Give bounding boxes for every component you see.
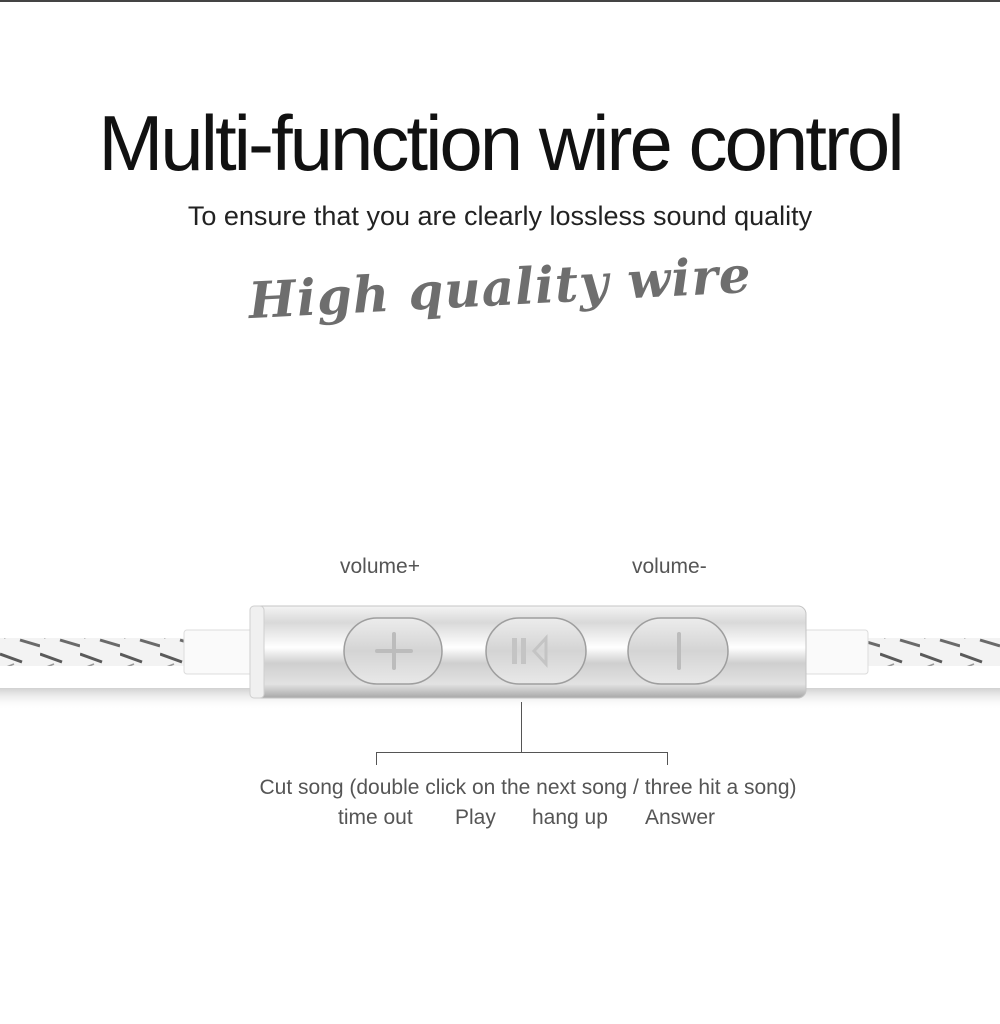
script-tagline: High quality wire — [247, 244, 753, 331]
bracket-stem — [521, 702, 522, 752]
left-collar — [183, 629, 259, 675]
right-collar — [803, 629, 869, 675]
volume-minus-label: volume- — [632, 555, 707, 578]
right-cable — [866, 638, 1000, 666]
play-pause-icon — [512, 634, 548, 668]
top-divider — [0, 0, 1000, 2]
volume-plus-label: volume+ — [340, 555, 420, 578]
bracket-line — [376, 752, 668, 765]
wire-control-illustration — [0, 605, 1000, 710]
function-answer: Answer — [645, 806, 716, 829]
page-subtitle: To ensure that you are clearly lossless … — [187, 201, 813, 231]
plus-icon — [375, 632, 413, 670]
cut-song-description: Cut song (double click on the next song … — [259, 776, 797, 799]
page-title: Multi-function wire control — [98, 99, 904, 187]
function-hang-up: hang up — [532, 806, 608, 829]
function-play: Play — [455, 806, 496, 829]
body-end-cap — [249, 605, 265, 699]
function-time-out: time out — [338, 806, 413, 829]
left-cable — [0, 638, 186, 666]
